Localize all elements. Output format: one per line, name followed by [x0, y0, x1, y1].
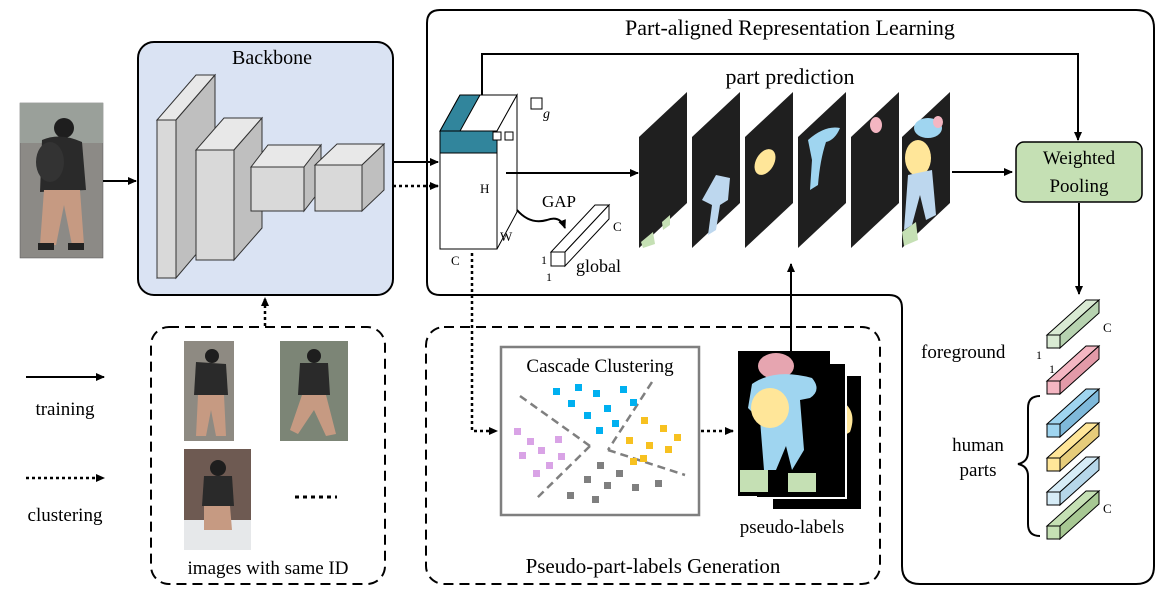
part-vector-blue [1045, 387, 1101, 439]
weighted-pooling-line1: Weighted [1043, 148, 1116, 169]
foreground-one-a: 1 [1036, 348, 1042, 362]
part-aligned-title: Part-aligned Representation Learning [625, 15, 955, 40]
part-mask-1 [639, 92, 687, 248]
cascade-clustering-title: Cascade Clustering [526, 356, 674, 377]
gap-one-b: 1 [546, 270, 552, 284]
human-parts-brace [1017, 395, 1041, 537]
same-id-image-1 [184, 341, 234, 441]
gap-c-label: C [613, 219, 622, 234]
pseudo-label-masks [738, 351, 863, 511]
global-label: global [576, 256, 621, 276]
backbone-title: Backbone [232, 47, 312, 69]
feature-map: H W C g [439, 93, 550, 268]
feature-map-c-label: C [451, 253, 460, 268]
output-vectors [1045, 298, 1101, 541]
human-parts-line2: parts [960, 460, 997, 481]
backbone-block-3 [249, 143, 323, 213]
same-id-image-2 [280, 341, 348, 441]
legend-training-label: training [35, 399, 95, 420]
pseudo-generation-title: Pseudo-part-labels Generation [526, 554, 781, 578]
pseudo-labels-label: pseudo-labels [740, 517, 844, 538]
legend: training clustering [26, 373, 105, 526]
part-prediction-title: part prediction [726, 64, 855, 89]
feature-map-h-label: H [480, 181, 489, 196]
weighted-pooling-line2: Pooling [1049, 176, 1109, 197]
weighted-pooling-block: Weighted Pooling [1015, 141, 1143, 203]
part-vector-pink [1045, 344, 1101, 396]
cascade-clustering-panel: Cascade Clustering [499, 345, 701, 517]
gap-one-a: 1 [541, 253, 547, 267]
pseudo-generation-box [425, 326, 881, 585]
foreground-vector [1045, 298, 1101, 350]
arrow-feature-to-clustering [470, 253, 498, 435]
foreground-label: foreground [921, 342, 1006, 363]
same-id-image-3 [184, 449, 251, 550]
part-mask-6 [902, 92, 950, 248]
arrow-feature-to-weighted-pooling [481, 53, 1082, 141]
images-same-id-label: images with same ID [188, 558, 349, 579]
part-mask-2 [692, 92, 740, 248]
output-c-top: C [1103, 320, 1112, 335]
feature-map-g-label: g [543, 107, 550, 122]
legend-clustering-label: clustering [28, 505, 103, 526]
global-feature-vector [549, 203, 611, 268]
human-parts-line1: human [952, 435, 1004, 456]
part-mask-5 [851, 92, 899, 248]
gap-label: GAP [542, 192, 576, 211]
output-c-bottom: C [1103, 501, 1112, 516]
part-prediction-masks [639, 92, 950, 248]
same-id-images-box [150, 326, 386, 585]
part-mask-4 [798, 92, 846, 248]
backbone-block-2 [194, 116, 264, 262]
backbone-module: Backbone [137, 41, 394, 296]
feature-map-w-label: W [500, 229, 513, 244]
feature-g-square [530, 97, 543, 110]
part-vector-green [1045, 489, 1101, 541]
part-mask-3 [745, 92, 793, 248]
part-vector-lightblue [1045, 455, 1101, 507]
gap-curve [516, 209, 566, 229]
foreground-one-b: 1 [1049, 362, 1055, 376]
input-person-image [19, 102, 104, 259]
part-vector-yellow [1045, 421, 1101, 473]
part-aligned-container [426, 9, 1155, 585]
backbone-block-4 [313, 142, 386, 213]
